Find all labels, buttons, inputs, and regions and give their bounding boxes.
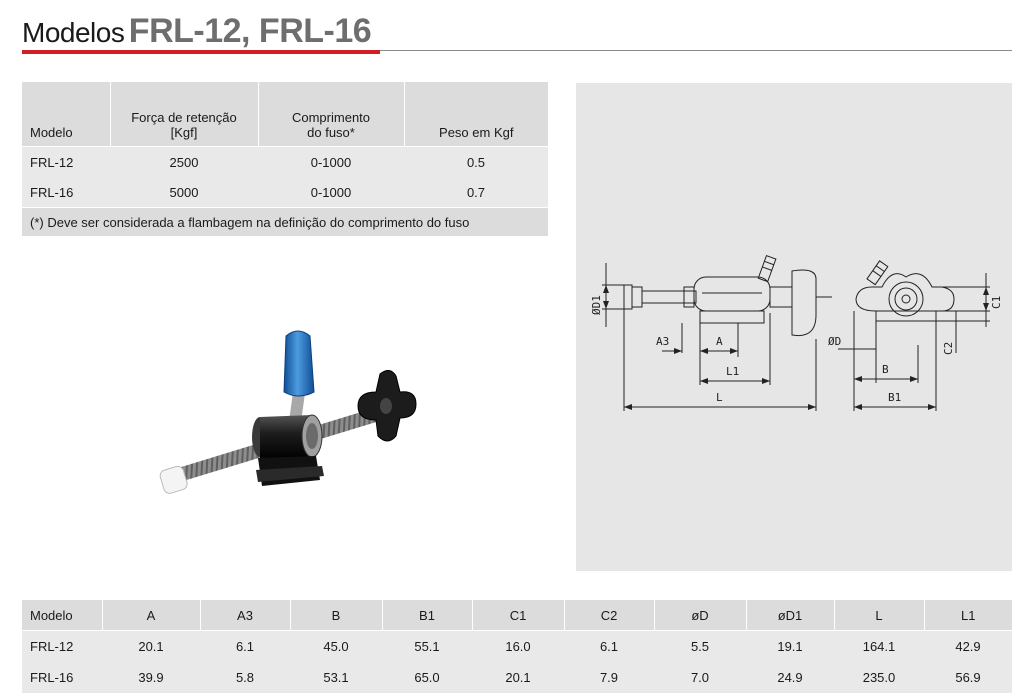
dim-header: C1	[471, 600, 564, 631]
spec-cell: 0.7	[404, 177, 548, 208]
spec-header-peso: Peso em Kgf	[403, 82, 548, 147]
label-l1: L1	[726, 365, 739, 378]
product-photo	[150, 320, 430, 500]
dim-header: øD1	[745, 600, 834, 631]
table-row: FRL-16 39.9 5.8 53.1 65.0 20.1 7.9 7.0 2…	[22, 662, 1012, 693]
label-d1: ØD1	[590, 295, 603, 315]
dim-cell: 5.8	[200, 662, 290, 693]
dim-header: L	[833, 600, 924, 631]
spec-cell: FRL-16	[22, 177, 110, 208]
dim-cell: 7.9	[564, 662, 654, 693]
product-illustration	[159, 330, 417, 494]
spec-header-comprimento-line2: do fuso*	[307, 125, 355, 140]
dim-header: øD	[653, 600, 746, 631]
dim-cell: 20.1	[102, 630, 200, 662]
dim-cell: 7.0	[654, 662, 746, 693]
dim-header: A	[101, 600, 200, 631]
label-a3: A3	[656, 335, 669, 348]
label-c2: C2	[942, 342, 955, 355]
dim-header: A3	[199, 600, 290, 631]
spec-table-header: Modelo Força de retenção [Kgf] Comprimen…	[22, 82, 548, 147]
label-l: L	[716, 391, 723, 404]
title-underline-accent	[22, 50, 380, 54]
dim-cell: 6.1	[564, 630, 654, 662]
spec-header-forca: Força de retenção [Kgf]	[109, 82, 258, 147]
dim-cell: 235.0	[834, 662, 924, 693]
spec-cell: 0-1000	[258, 146, 404, 177]
dim-header: L1	[923, 600, 1012, 631]
technical-drawing: ØD1 A3 A L1 L ØD B B1 C1 C2	[590, 255, 1003, 411]
spec-cell: 5000	[110, 177, 258, 208]
dim-cell: 164.1	[834, 630, 924, 662]
end-cap	[159, 465, 188, 494]
spec-header-modelo: Modelo	[22, 82, 110, 147]
dim-cell: 20.1	[472, 662, 564, 693]
spec-cell: 0-1000	[258, 177, 404, 208]
spec-note-row: (*) Deve ser considerada a flambagem na …	[22, 207, 548, 236]
table-row: FRL-12 2500 0-1000 0.5	[22, 146, 548, 177]
spec-cell: 2500	[110, 146, 258, 177]
spec-cell: 0.5	[404, 146, 548, 177]
table-row: FRL-12 20.1 6.1 45.0 55.1 16.0 6.1 5.5 1…	[22, 630, 1012, 662]
spec-table: Modelo Força de retenção [Kgf] Comprimen…	[22, 82, 548, 236]
title-lead: Modelos	[22, 17, 125, 48]
title-underline-rule	[380, 50, 1012, 51]
dim-cell: 56.9	[924, 662, 1012, 693]
dim-cell: 24.9	[746, 662, 834, 693]
dimensions-table: Modelo A A3 B B1 C1 C2 øD øD1 L L1 FRL-1…	[22, 600, 1012, 693]
spec-header-forca-line1: Força de retenção	[131, 110, 237, 125]
dim-header: C2	[563, 600, 654, 631]
spec-footnote: (*) Deve ser considerada a flambagem na …	[22, 207, 548, 236]
dim-cell: 55.1	[382, 630, 472, 662]
dim-cell: 42.9	[924, 630, 1012, 662]
dim-header: B1	[381, 600, 472, 631]
dim-cell: 39.9	[102, 662, 200, 693]
star-knob	[357, 370, 417, 442]
dim-cell: 19.1	[746, 630, 834, 662]
dim-cell: 53.1	[290, 662, 382, 693]
spec-header-comprimento: Comprimento do fuso*	[257, 82, 404, 147]
label-d: ØD	[828, 335, 841, 348]
label-b: B	[882, 363, 889, 376]
table-row: FRL-16 5000 0-1000 0.7	[22, 177, 548, 208]
technical-drawing-panel: ØD1 A3 A L1 L ØD B B1 C1 C2	[576, 83, 1012, 571]
dimensions-table-header: Modelo A A3 B B1 C1 C2 øD øD1 L L1	[22, 600, 1012, 631]
dim-cell: 16.0	[472, 630, 564, 662]
dim-cell: FRL-16	[22, 662, 102, 693]
page-header: Modelos FRL-12, FRL-16	[22, 10, 1012, 58]
spec-header-forca-line2: [Kgf]	[170, 125, 198, 140]
dim-cell: FRL-12	[22, 630, 102, 662]
dim-cell: 5.5	[654, 630, 746, 662]
label-b1: B1	[888, 391, 901, 404]
label-c1: C1	[990, 296, 1003, 309]
dim-header: B	[289, 600, 382, 631]
spec-header-comprimento-line1: Comprimento	[291, 110, 371, 125]
label-a: A	[716, 335, 723, 348]
title-models: FRL-12, FRL-16	[128, 12, 372, 50]
dim-cell: 45.0	[290, 630, 382, 662]
spec-cell: FRL-12	[22, 146, 110, 177]
dim-cell: 65.0	[382, 662, 472, 693]
dim-header: Modelo	[22, 600, 102, 631]
dim-cell: 6.1	[200, 630, 290, 662]
page-title: Modelos FRL-12, FRL-16	[22, 12, 372, 51]
